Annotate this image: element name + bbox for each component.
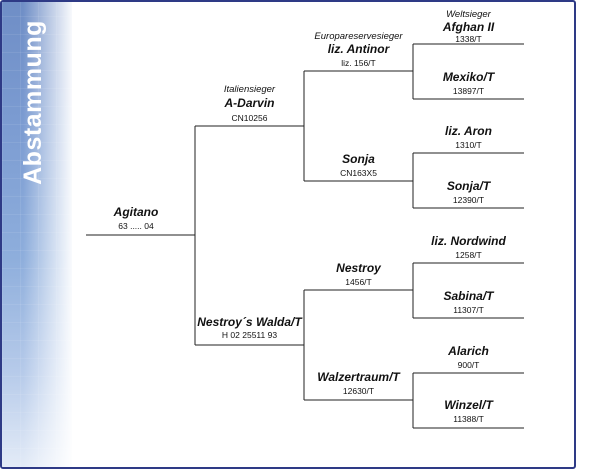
g1-name: Afghan II [442,20,495,34]
g1-title: Weltsieger [446,9,491,20]
dam-sire-reg: 1456/T [345,277,372,287]
g2-reg: 13897/T [452,86,485,96]
g8-reg: 11388/T [453,414,484,424]
dam-dam-name: Walzertraum/T [317,370,400,384]
g8-name: Winzel/T [444,398,493,412]
sire-dam-name: Sonja [342,152,375,166]
g3-name: liz. Aron [445,124,492,138]
sire-sire-reg: liz. 156/T [341,58,376,68]
g1-reg: 1338/T [455,34,482,44]
g5-reg: 1258/T [455,250,482,260]
subject-reg: 63 ..... 04 [118,221,154,231]
sire-name: A-Darvin [224,96,275,110]
sire-sire-title: Europareservesieger [314,31,403,42]
sire-reg: CN10256 [231,113,268,123]
subject-name: Agitano [113,205,159,219]
g6-name: Sabina/T [443,289,494,303]
sire-dam-reg: CN163X5 [340,168,377,178]
sidebar-banner: Abstammung [2,2,72,467]
g6-reg: 11307/T [453,305,484,315]
g7-reg: 900/T [457,360,480,370]
sire-sire-name: liz. Antinor [327,42,390,56]
dam-dam-reg: 12630/T [342,386,375,396]
pedigree-frame: Abstammung [0,0,576,469]
sire-title: Italiensieger [223,84,276,95]
g4-name: Sonja/T [446,179,491,193]
g2-name: Mexiko/T [442,70,495,84]
g7-name: Alarich [448,344,489,358]
pedigree-lines [86,43,524,429]
g4-reg: 12390/T [452,195,485,205]
dam-sire-name: Nestroy [336,261,381,275]
dam-name: Nestroy´s Walda/T [197,315,302,329]
g5-name: liz. Nordwind [431,234,506,248]
g3-reg: 1310/T [455,140,482,150]
dam-reg: H 02 25511 93 [221,330,278,340]
